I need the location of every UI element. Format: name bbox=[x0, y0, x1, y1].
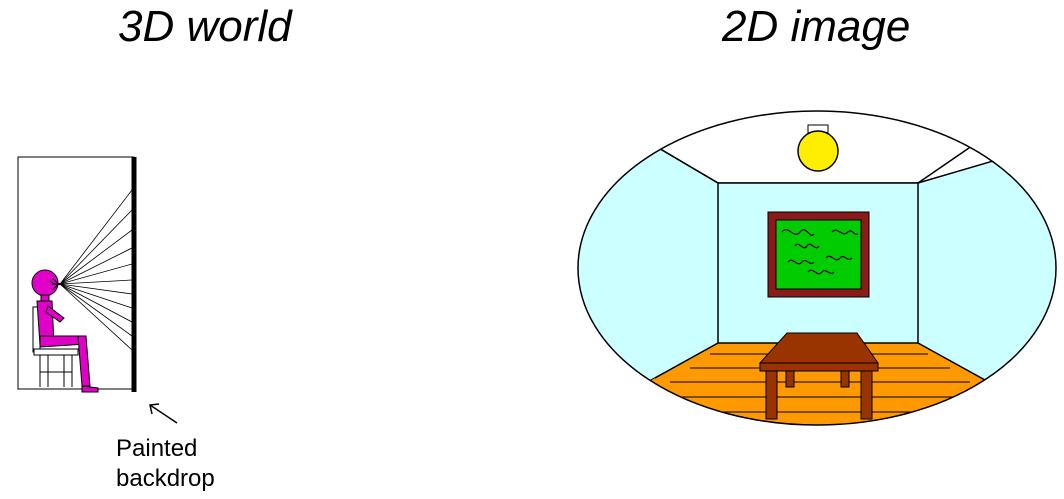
caption-line-1: Painted bbox=[116, 435, 198, 462]
floor-edge-right bbox=[917, 342, 986, 381]
ceiling-lamp bbox=[797, 124, 839, 172]
floor-edge-left bbox=[654, 342, 719, 379]
arrow-icon bbox=[149, 403, 178, 424]
sight-rays bbox=[59, 189, 133, 351]
caption-line-2: backdrop bbox=[116, 465, 215, 492]
right-panel-title: 2D image bbox=[722, 2, 911, 51]
painting-scribbles bbox=[781, 229, 859, 275]
eye-icon bbox=[49, 277, 61, 291]
chair bbox=[32, 306, 79, 387]
left-panel-title: 3D world bbox=[118, 2, 292, 51]
framed-painting bbox=[767, 211, 870, 298]
table bbox=[758, 332, 879, 420]
backdrop-caption: Painted backdrop bbox=[116, 434, 215, 494]
